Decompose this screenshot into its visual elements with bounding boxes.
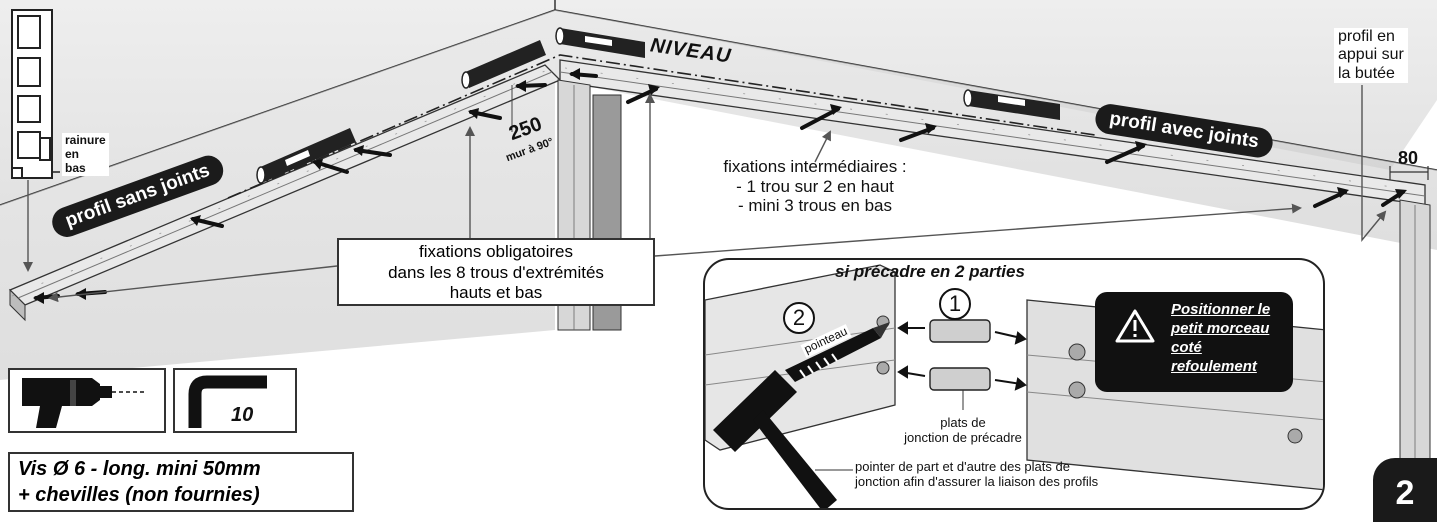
hammer-icon xyxy=(713,370,837,508)
drill-icon xyxy=(22,378,145,428)
warning-line-3: coté xyxy=(1171,339,1202,356)
pointeau-icon xyxy=(785,322,890,382)
warning-line-4: refoulement xyxy=(1171,358,1257,375)
pointer-line-1: pointer de part et d'autre des plats de xyxy=(855,459,1070,474)
rainure-label: rainure en bas xyxy=(62,133,109,177)
appui-line-3: la butée xyxy=(1338,64,1395,82)
fixations-obl-line-2: dans les 8 trous d'extrémités xyxy=(388,262,604,282)
pointer-line-2: jonction afin d'assurer la liaison des p… xyxy=(855,473,1099,489)
level-tool-right-2 xyxy=(963,89,1060,120)
warning-triangle-icon xyxy=(1115,309,1155,343)
fixations-obl-line-3: hauts et bas xyxy=(449,283,543,303)
plats-line-1: plats de xyxy=(940,415,986,430)
allen-key-size: 10 xyxy=(231,404,254,426)
inset-title: si précadre en 2 parties xyxy=(835,262,1025,281)
fixations-obl-line-1: fixations obligatoires xyxy=(418,242,574,261)
step-number-badge: 2 xyxy=(1373,458,1437,522)
profile-cross-section xyxy=(11,9,53,179)
fixations-int-line-3: - mini 3 trous en bas xyxy=(737,196,892,216)
marker-1: 1 xyxy=(939,288,971,320)
level-tool-left-1 xyxy=(256,128,356,184)
level-tool-right-1 xyxy=(555,27,645,58)
screw-spec-box: Vis Ø 6 - long. mini 50mm + chevilles (n… xyxy=(8,452,354,512)
warning-line-2: petit morceau xyxy=(1171,320,1270,337)
screw-spec-line-1: Vis Ø 6 - long. mini 50mm xyxy=(18,458,261,480)
rainure-line-1: rainure xyxy=(65,133,106,147)
drill-box xyxy=(8,368,166,433)
warning-box: Positionner le petit morceau coté refoul… xyxy=(1095,292,1293,392)
marker-2: 2 xyxy=(783,302,815,334)
fixations-int-line-2: - 1 trou sur 2 en haut xyxy=(736,176,894,196)
plats-line-2: jonction de précadre xyxy=(904,429,1022,445)
fixations-int-line-1: fixations intermédiaires : xyxy=(723,157,907,176)
appui-line-1: profil en xyxy=(1338,28,1395,45)
level-tool-left-2 xyxy=(461,40,546,89)
allen-key-icon xyxy=(188,375,267,428)
rainure-line-2: en xyxy=(65,146,80,161)
profil-appui-label: profil en appui sur la butée xyxy=(1334,28,1408,84)
screw-spec-line-2: + chevilles (non fournies) xyxy=(18,484,260,506)
warning-line-1: Positionner le xyxy=(1171,301,1271,318)
rainure-line-3: bas xyxy=(65,160,86,175)
pointer-label: pointer de part et d'autre des plats de … xyxy=(855,459,1099,490)
allen-key-box: 10 xyxy=(173,368,297,433)
fixations-intermediaires-label: fixations intermédiaires : - 1 trou sur … xyxy=(680,157,950,216)
appui-line-2: appui sur xyxy=(1338,46,1404,64)
fixations-obligatoires-callout: fixations obligatoires dans les 8 trous … xyxy=(337,238,655,306)
ceiling-left xyxy=(0,0,555,205)
distance-80-label: 80 xyxy=(1398,148,1419,168)
plats-label: plats de jonction de précadre xyxy=(890,415,1036,446)
